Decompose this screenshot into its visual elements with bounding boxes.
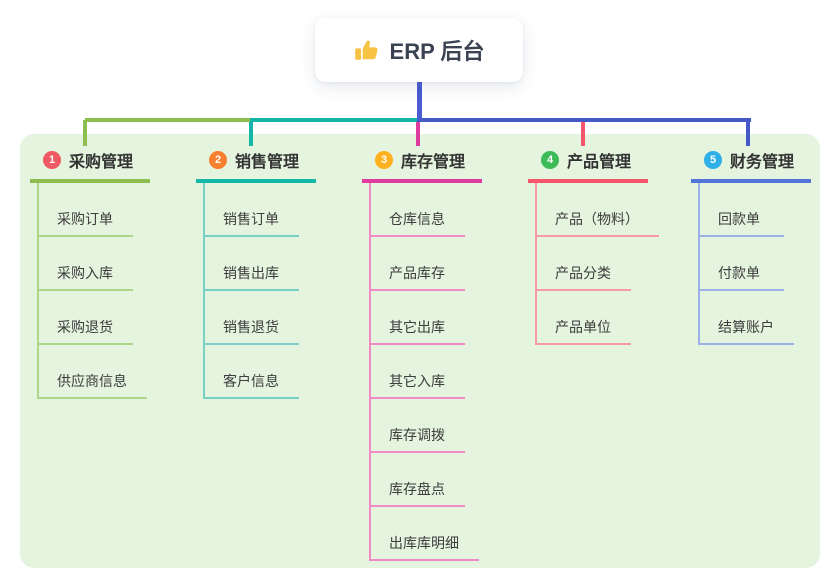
mindmap-node[interactable]: 结算账户 [700, 291, 794, 345]
mindmap-node[interactable]: 仓库信息 [371, 183, 465, 237]
branch-header-sales[interactable]: 2 销售管理 [196, 146, 316, 183]
mindmap-node[interactable]: 付款单 [700, 237, 784, 291]
mindmap-node[interactable]: 销售出库 [205, 237, 299, 291]
mindmap-node[interactable]: 销售退货 [205, 291, 299, 345]
mindmap-node[interactable]: 库存盘点 [371, 453, 465, 507]
thumbs-up-icon [354, 37, 380, 63]
branch-label: 库存管理 [401, 154, 466, 171]
branch-number-badge: 3 [375, 151, 393, 169]
mindmap-node[interactable]: 采购入库 [39, 237, 133, 291]
branch-number-badge: 4 [541, 151, 559, 169]
root-node-label: ERP 后台 [389, 39, 485, 64]
branch-product: 4 产品管理 产品（物料） 产品分类 产品单位 [528, 146, 659, 345]
node-label: 采购退货 [57, 319, 113, 335]
node-label: 仓库信息 [389, 211, 445, 227]
connector-drop-product [581, 120, 585, 146]
connector-bus-left [85, 118, 252, 122]
mindmap-node[interactable]: 其它入库 [371, 345, 465, 399]
branch-label: 采购管理 [69, 154, 134, 171]
node-label: 库存调拨 [389, 427, 445, 443]
branch-number-badge: 5 [704, 151, 722, 169]
mindmap-node[interactable]: 产品单位 [537, 291, 631, 345]
branch-children-product: 产品（物料） 产品分类 产品单位 [535, 183, 659, 345]
mindmap-node[interactable]: 采购订单 [39, 183, 133, 237]
branch-header-product[interactable]: 4 产品管理 [528, 146, 648, 183]
connector-bus-right [417, 118, 751, 122]
mindmap-node[interactable]: 采购退货 [39, 291, 133, 345]
map-background-panel [20, 134, 820, 568]
node-label: 采购订单 [57, 211, 113, 227]
branch-children-finance: 回款单 付款单 结算账户 [698, 183, 794, 345]
connector-drop-purchase [83, 120, 87, 146]
branch-label: 产品管理 [567, 154, 632, 171]
node-label: 销售订单 [223, 211, 279, 227]
branch-header-inventory[interactable]: 3 库存管理 [362, 146, 482, 183]
mindmap-node[interactable]: 回款单 [700, 183, 784, 237]
node-label: 其它入库 [389, 373, 445, 389]
node-label: 结算账户 [718, 319, 774, 335]
connector-root-stem [417, 80, 422, 120]
branch-number-badge: 1 [43, 151, 61, 169]
node-label: 产品单位 [555, 319, 611, 335]
node-label: 销售出库 [223, 265, 279, 281]
connector-drop-sales [249, 120, 253, 146]
connector-drop-finance [746, 120, 750, 146]
branch-children-sales: 销售订单 销售出库 销售退货 客户信息 [203, 183, 299, 399]
node-label: 库存盘点 [389, 481, 445, 497]
node-label: 产品库存 [389, 265, 445, 281]
mindmap-node[interactable]: 销售订单 [205, 183, 299, 237]
root-node[interactable]: ERP 后台 [315, 18, 523, 82]
node-label: 客户信息 [223, 373, 279, 389]
branch-inventory: 3 库存管理 仓库信息 产品库存 其它出库 其它入库 库存调拨 库存盘点 出库库… [362, 146, 482, 561]
mindmap-node[interactable]: 客户信息 [205, 345, 299, 399]
mindmap-node[interactable]: 供应商信息 [39, 345, 147, 399]
connector-bus-center [250, 118, 419, 122]
node-label: 产品分类 [555, 265, 611, 281]
branch-finance: 5 财务管理 回款单 付款单 结算账户 [691, 146, 811, 345]
node-label: 供应商信息 [57, 373, 127, 389]
node-label: 回款单 [718, 211, 760, 227]
node-label: 出库库明细 [389, 535, 459, 551]
node-label: 付款单 [718, 265, 760, 281]
branch-number-badge: 2 [209, 151, 227, 169]
mindmap-node[interactable]: 产品库存 [371, 237, 465, 291]
node-label: 其它出库 [389, 319, 445, 335]
branch-label: 财务管理 [730, 154, 795, 171]
branch-label: 销售管理 [235, 154, 300, 171]
mindmap-node[interactable]: 出库库明细 [371, 507, 479, 561]
connector-drop-inventory [416, 120, 420, 146]
mindmap-node[interactable]: 其它出库 [371, 291, 465, 345]
branch-purchase: 1 采购管理 采购订单 采购入库 采购退货 供应商信息 [30, 146, 150, 399]
node-label: 销售退货 [223, 319, 279, 335]
node-label: 采购入库 [57, 265, 113, 281]
branch-header-finance[interactable]: 5 财务管理 [691, 146, 811, 183]
branch-children-inventory: 仓库信息 产品库存 其它出库 其它入库 库存调拨 库存盘点 出库库明细 [369, 183, 479, 561]
mindmap-node[interactable]: 产品（物料） [537, 183, 659, 237]
branch-sales: 2 销售管理 销售订单 销售出库 销售退货 客户信息 [196, 146, 316, 399]
branch-header-purchase[interactable]: 1 采购管理 [30, 146, 150, 183]
mindmap-node[interactable]: 产品分类 [537, 237, 631, 291]
branch-children-purchase: 采购订单 采购入库 采购退货 供应商信息 [37, 183, 147, 399]
node-label: 产品（物料） [555, 211, 639, 227]
mindmap-node[interactable]: 库存调拨 [371, 399, 465, 453]
